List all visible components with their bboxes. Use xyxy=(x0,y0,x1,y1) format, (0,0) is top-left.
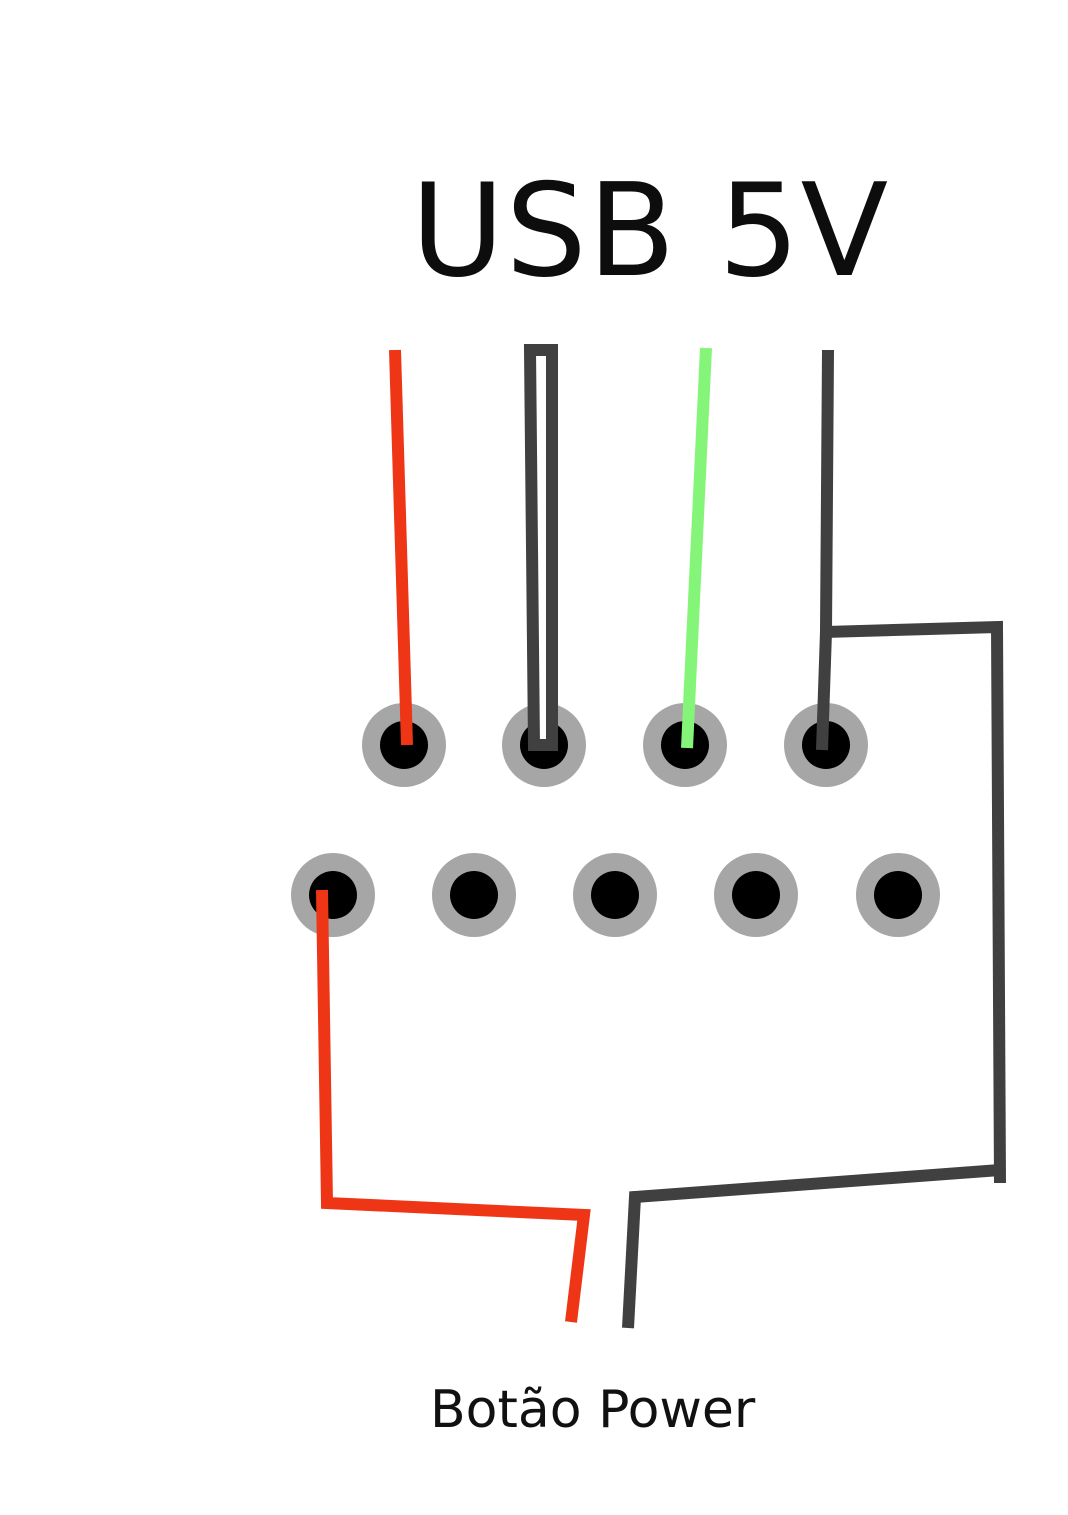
usb-red-wire xyxy=(389,349,413,746)
usb-ground-to-pin xyxy=(816,631,832,751)
power-button-red-wire xyxy=(316,889,591,1323)
top-row-pins xyxy=(362,703,868,787)
usb-white-wire xyxy=(523,344,558,751)
power-button-label: Botão Power xyxy=(430,1380,756,1440)
bottom-row-pins xyxy=(291,853,940,937)
header-pin xyxy=(291,853,375,937)
power-button-ground-wire xyxy=(622,1164,1001,1329)
usb-green-wire xyxy=(681,347,712,749)
diagram-title: USB 5V xyxy=(410,157,890,306)
header-pin xyxy=(432,853,516,937)
header-pin xyxy=(856,853,940,937)
header-pin xyxy=(714,853,798,937)
usb-ground-wire xyxy=(819,349,1006,1184)
header-pin xyxy=(573,853,657,937)
